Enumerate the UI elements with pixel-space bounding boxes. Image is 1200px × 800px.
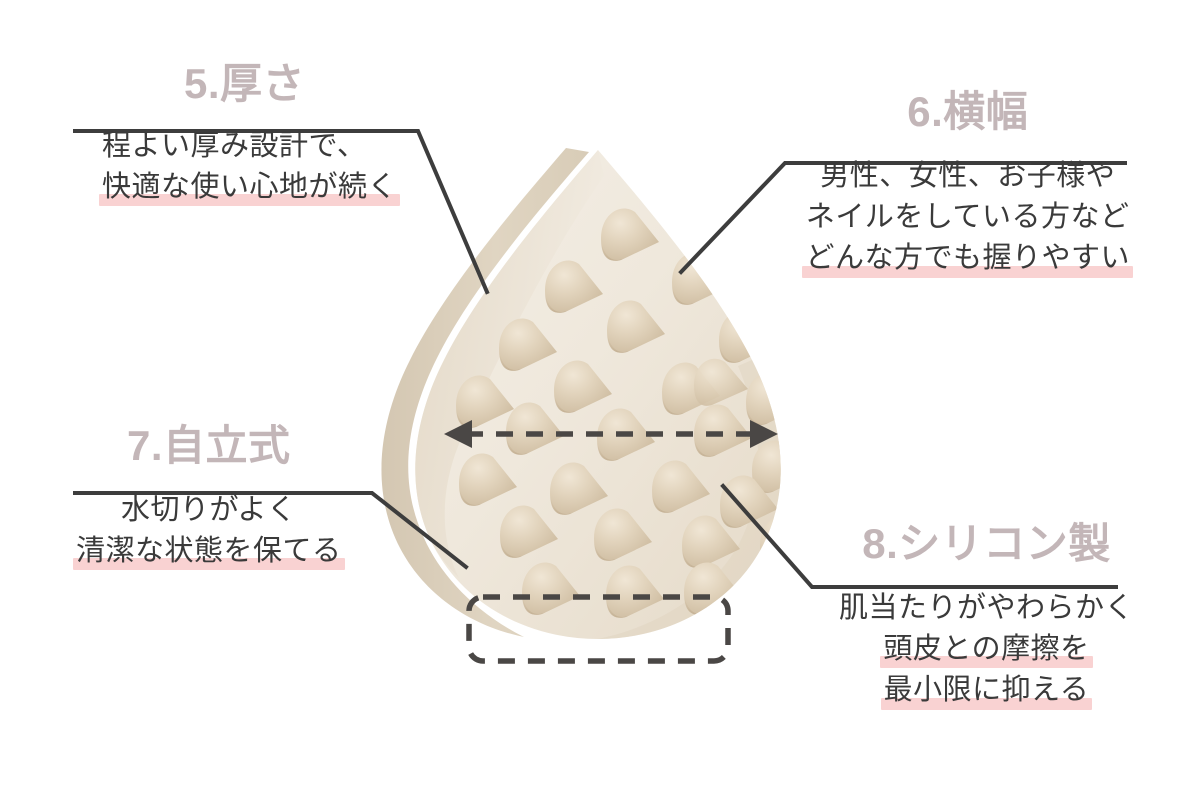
callout-silicone-heading: 8.シリコン製	[862, 520, 1111, 567]
nub	[506, 402, 564, 455]
nub	[499, 318, 557, 371]
nub	[752, 440, 781, 493]
nub	[550, 462, 608, 515]
callout-line-highlighted: 快適な使い心地が続く	[98, 167, 401, 208]
callout-line: ネイルをしている方など	[805, 201, 1130, 234]
callout-line: 水切りがよく	[120, 494, 297, 527]
callout-width-heading: 6.横幅	[907, 88, 1029, 135]
callout-thickness: 5.厚さ 程よい厚み設計で、 快適な使い心地が続く	[88, 60, 401, 208]
callout-thickness-body: 程よい厚み設計で、 快適な使い心地が続く	[88, 126, 401, 208]
nub	[719, 310, 777, 363]
nub	[601, 208, 659, 261]
nub	[594, 508, 652, 561]
callout-line-highlighted: どんな方でも握りやすい	[802, 238, 1133, 279]
callout-width: 6.横幅 男性、女性、お子様や ネイルをしている方など どんな方でも握りやすい	[802, 88, 1133, 280]
callout-line: 肌当たりがやわらかく	[838, 592, 1134, 625]
callout-line-highlighted: 頭皮との摩擦を	[880, 629, 1093, 670]
nub	[554, 360, 612, 413]
callout-freestanding-body: 水切りがよく 清潔な状態を保てる	[73, 490, 345, 572]
callout-silicone-body: 肌当たりがやわらかく 頭皮との摩擦を 最小限に抑える	[839, 588, 1134, 712]
callout-silicone: 8.シリコン製 肌当たりがやわらかく 頭皮との摩擦を 最小限に抑える	[839, 520, 1134, 712]
nub	[459, 453, 517, 506]
nub	[746, 372, 781, 425]
nub	[720, 475, 778, 528]
nub	[606, 565, 664, 618]
nub	[456, 375, 514, 428]
callout-line-highlighted: 最小限に抑える	[880, 670, 1092, 711]
callout-line: 男性、女性、お子様や	[820, 160, 1116, 193]
product-body-thickness	[381, 148, 589, 637]
nub	[545, 260, 603, 313]
leader-line-silicone	[720, 483, 1118, 589]
callout-freestanding-heading: 7.自立式	[126, 422, 291, 469]
nub	[500, 505, 558, 558]
nub	[522, 562, 580, 615]
leader-line-freestanding	[73, 491, 469, 570]
nub	[652, 460, 710, 513]
nub	[682, 515, 740, 568]
callout-thickness-heading: 5.厚さ	[184, 60, 306, 107]
callout-freestanding: 7.自立式 水切りがよく 清潔な状態を保てる	[73, 422, 345, 572]
standing-base-dashed-box	[466, 594, 731, 664]
nub	[672, 252, 730, 305]
nub	[607, 300, 665, 353]
leader-line-thickness	[73, 129, 490, 295]
leader-line-width	[678, 161, 1127, 275]
nub	[694, 404, 752, 457]
callout-line: 程よい厚み設計で、	[102, 130, 367, 163]
width-dimension-arrow	[444, 420, 778, 448]
nub	[694, 358, 748, 406]
callout-width-body: 男性、女性、お子様や ネイルをしている方など どんな方でも握りやすい	[802, 156, 1133, 280]
callout-line-highlighted: 清潔な状態を保てる	[73, 531, 345, 572]
